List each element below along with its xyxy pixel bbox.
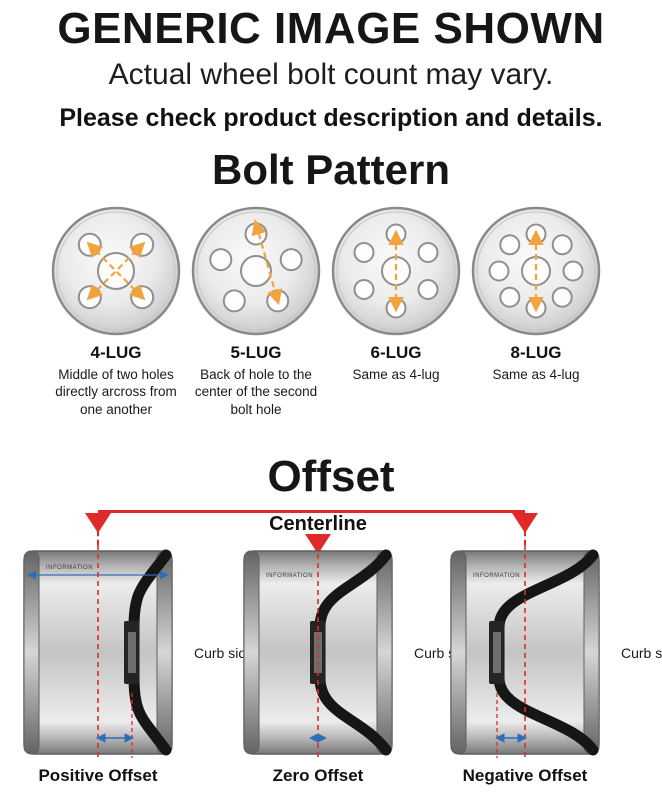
svg-text:INFORMATION: INFORMATION — [266, 573, 313, 579]
centerline-marker-triangle — [305, 534, 331, 554]
bolt-pattern-label: 5-LUG — [230, 343, 282, 362]
bolt-pattern-8-lug: 8-LUG Same as 4-lug — [465, 205, 607, 383]
centerline-marker-triangle — [85, 513, 111, 533]
subtitle-text: Actual wheel bolt count may vary. — [108, 58, 554, 91]
svg-text:INFORMATION: INFORMATION — [473, 573, 520, 579]
bolt-pattern-description: Middle of two holes directly arcross fro… — [55, 367, 177, 417]
page-title: GENERIC IMAGE SHOWN — [57, 4, 605, 53]
bolt-pattern-6-lug-diagram — [330, 205, 462, 337]
wheel-cross-section-zero: INFORMATION — [240, 545, 400, 760]
offset-negative-diagram: INFORMATION Curb side — [447, 545, 662, 760]
centerline-line — [98, 510, 525, 513]
centerline-dashed-connector — [97, 531, 99, 545]
bolt-pattern-heading: Bolt Pattern — [211, 146, 450, 193]
wheel-cross-section-positive: INFORMATION — [20, 545, 180, 760]
bolt-pattern-label: 8-LUG — [510, 343, 562, 362]
bolt-pattern-5-lug-diagram — [190, 205, 322, 337]
centerline-dashed-connector — [524, 531, 526, 545]
bolt-pattern-5-lug: 5-LUG Back of hole to the center of the … — [185, 205, 327, 418]
centerline-label: Centerline — [269, 513, 367, 535]
bolt-pattern-description: Same as 4-lug — [492, 367, 580, 382]
offset-zero-diagram: INFORMATION Curb side — [240, 545, 474, 760]
bolt-pattern-description: Same as 4-lug — [352, 367, 440, 382]
curb-side-label: Curb side — [194, 644, 254, 661]
note-text: Please check product description and det… — [59, 104, 603, 132]
bolt-pattern-6-lug: 6-LUG Same as 4-lug — [325, 205, 467, 383]
bolt-pattern-label: 6-LUG — [370, 343, 422, 362]
bolt-pattern-description: Back of hole to the center of the second… — [194, 367, 318, 417]
svg-text:INFORMATION: INFORMATION — [46, 565, 93, 571]
offset-type-label: Negative Offset — [462, 766, 588, 785]
offset-heading: Offset — [267, 452, 395, 501]
offset-type-label: Zero Offset — [272, 766, 364, 785]
offset-positive-diagram: INFORMATION Curb side — [20, 545, 254, 760]
bolt-pattern-4-lug: 4-LUG Middle of two holes directly arcro… — [45, 205, 187, 418]
curb-side-label: Curb side — [621, 644, 662, 661]
bolt-pattern-8-lug-diagram — [470, 205, 602, 337]
bolt-pattern-4-lug-diagram — [50, 205, 182, 337]
centerline-marker-triangle — [512, 513, 538, 533]
offset-type-label: Positive Offset — [38, 766, 158, 785]
wheel-cross-section-negative: INFORMATION — [447, 545, 607, 760]
bolt-pattern-label: 4-LUG — [90, 343, 142, 362]
